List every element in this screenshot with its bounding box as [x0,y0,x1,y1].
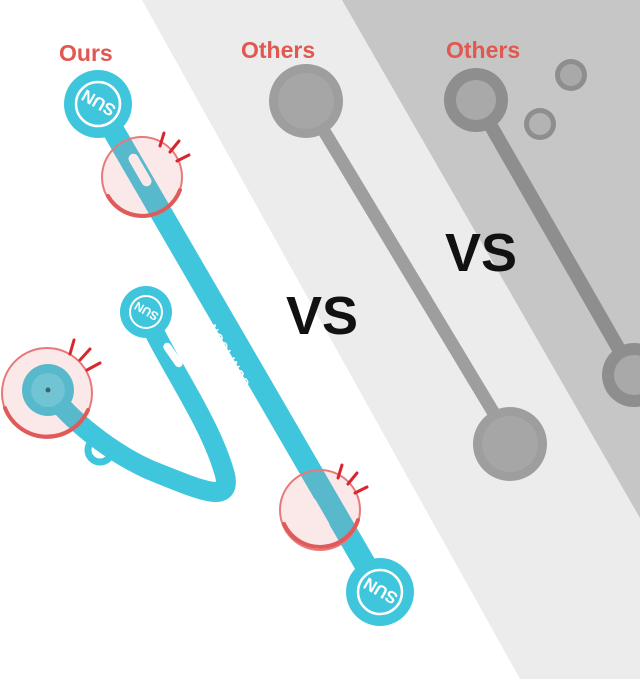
vs-text-right: VS [445,223,518,283]
ours-loop-strap [22,286,236,502]
highlight-callout-1 [101,131,191,218]
others-strap-2 [444,68,640,407]
highlight-callout-2 [1,338,102,439]
mesh-disc-2 [524,108,556,140]
label-ours: Ours [59,40,113,66]
others-strap-1 [269,64,547,481]
highlight-callout-3 [279,463,369,551]
mesh-disc-1 [555,59,587,91]
background-panel-right [342,0,640,518]
label-others-2: Others [446,37,521,63]
ours-long-strap [64,70,414,626]
label-others-1: Others [241,37,316,63]
vs-text-center: VS [286,286,359,346]
